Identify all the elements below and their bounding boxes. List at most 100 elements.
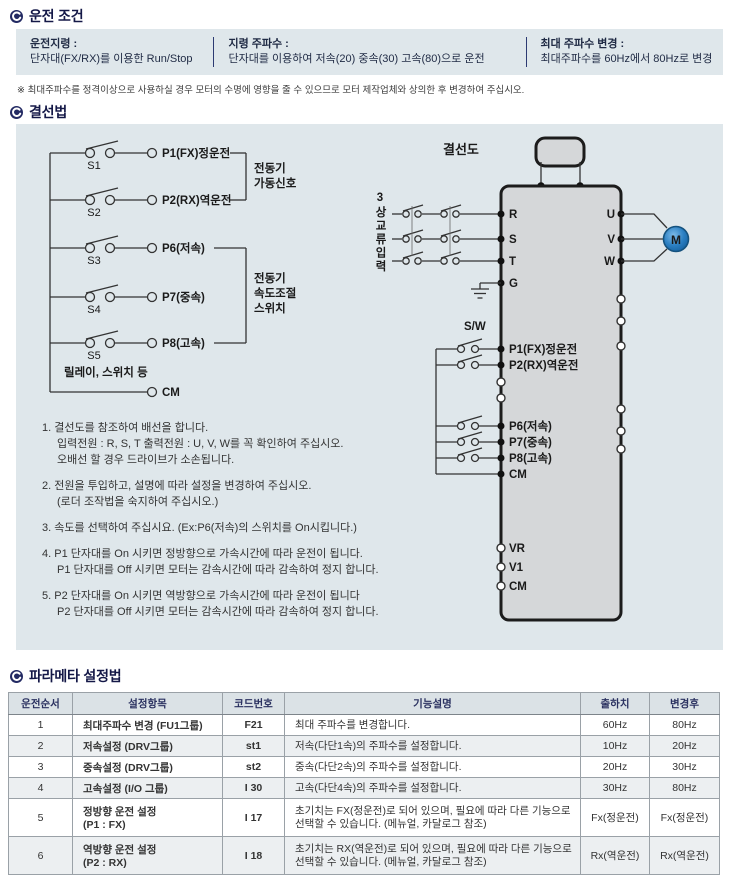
terminal-label-w: W [604, 256, 615, 268]
table-row: 2 저속설정 (DRV그룹) st1 저속(다단1속)의 주파수를 설정합니다.… [8, 735, 720, 757]
terminal-label-cm2: CM [509, 581, 527, 593]
col-header-item: 설정항목 [72, 692, 223, 715]
cell-default: 20Hz [580, 756, 650, 778]
terminal-label-v1: V1 [509, 562, 524, 574]
sw-row-p2 [436, 354, 501, 370]
wiring-steps: 1. 결선도를 참조하여 배선을 합니다. 입력전원 : R, S, T 출력전… [42, 420, 458, 630]
sw-row-p7 [436, 431, 501, 447]
divider [525, 37, 527, 67]
terminal-label-s: S [509, 234, 517, 246]
terminal-label-p8: P8(고속) [162, 337, 205, 350]
switch-label: S1 [87, 160, 100, 172]
terminal-label-cm: CM [509, 469, 527, 481]
terminal-label-g: G [509, 278, 518, 290]
cell-order: 3 [8, 756, 73, 778]
parameter-table-wrap: 운전순서 설정항목 코드번호 기능설명 출하치 변경후 1 최대주파수 변경 (… [8, 692, 722, 875]
cell-function: 초기치는 FX(정운전)로 되어 있으며, 필요에 따라 다른 기능으로 선택할… [284, 798, 581, 837]
col-header-function: 기능설명 [284, 692, 581, 715]
ground-icon [471, 282, 501, 299]
section-title-text: 결선법 [29, 104, 68, 120]
step-4: 4. P1 단자대를 On 시키면 정방향으로 가속시간에 따라 운전이 됩니다… [42, 548, 379, 576]
cell-function: 저속(다단1속)의 주파수를 설정합니다. [284, 735, 581, 757]
terminal-label-p2: P2(RX)역운전 [162, 193, 231, 207]
terminal-label-p6: P6(저속) [509, 419, 552, 433]
terminal-label-p6: P6(저속) [162, 241, 205, 255]
table-row: 1 최대주파수 변경 (FU1그룹) F21 최대 주파수를 변경합니다. 60… [8, 714, 720, 736]
cell-function: 중속(다단2속)의 주파수를 설정합니다. [284, 756, 581, 778]
info-label: 지령 주파수 : [228, 38, 289, 50]
info-label: 최대 주파수 변경 : [540, 38, 625, 50]
cell-code: st2 [222, 756, 285, 778]
col-header-order: 운전순서 [8, 692, 73, 715]
input-phase-lines [392, 204, 501, 265]
terminal-label-cm: CM [162, 387, 180, 399]
col-header-code: 코드번호 [222, 692, 285, 715]
cell-order: 1 [8, 714, 73, 736]
terminal-label-p1fx: P1(FX)정운전 [509, 342, 577, 356]
col-header-default: 출하치 [580, 692, 650, 715]
terminal-dot-t [497, 257, 505, 265]
bracket2-label-line3: 스위치 [254, 301, 286, 315]
spare-terminals-right [616, 294, 626, 454]
sw-label: S/W [464, 321, 486, 333]
info-col-command-frequency: 지령 주파수 : 단자대를 이용하여 저속(20) 중속(30) 고속(80)으… [214, 33, 525, 71]
table-header-row: 운전순서 설정항목 코드번호 기능설명 출하치 변경후 [8, 692, 720, 715]
cell-item: 저속설정 (DRV그룹) [72, 735, 223, 757]
info-col-run-command: 운전지령 : 단자대(FX/RX)를 이용한 Run/Stop [16, 33, 213, 71]
terminal-label-p2rx: P2(RX)역운전 [509, 358, 578, 372]
terminal-label-r: R [509, 209, 518, 221]
operating-conditions-box: 운전지령 : 단자대(FX/RX)를 이용한 Run/Stop 지령 주파수 :… [16, 29, 723, 75]
cell-item: 역방향 운전 설정 (P2 : RX) [72, 836, 223, 875]
cell-code: I 17 [222, 798, 285, 837]
switch-row-s4 [50, 284, 158, 303]
terminal-label-v: V [607, 234, 615, 246]
bracket1-label-line2: 가동신호 [254, 176, 297, 190]
info-desc: 단자대(FX/RX)를 이용한 Run/Stop [30, 53, 193, 65]
cell-item: 정방향 운전 설정 (P1 : FX) [72, 798, 223, 837]
section-bullet-icon [10, 9, 23, 23]
cell-changed: 80Hz [649, 777, 720, 799]
switch-label: S4 [87, 304, 100, 316]
cell-code: st1 [222, 735, 285, 757]
cm-row [50, 386, 158, 398]
motor-letter: M [671, 233, 681, 247]
step-5: 5. P2 단자대를 On 시키면 역방향으로 가속시간에 따라 운전이 됩니다… [42, 590, 379, 618]
switch-row-s2 [50, 187, 246, 206]
cell-item: 고속설정 (I/O 그룹) [72, 777, 223, 799]
sw-row-p8 [436, 447, 501, 463]
caution-note: ※ 최대주파수를 정격이상으로 사용하실 경우 모터의 수명에 영향을 줄 수 … [17, 85, 525, 96]
braking-resistor [534, 136, 586, 168]
cell-order: 5 [8, 798, 73, 837]
switch-row-s5 [50, 330, 246, 349]
cell-order: 6 [8, 836, 73, 875]
step-1: 1. 결선도를 참조하여 배선을 합니다. 입력전원 : R, S, T 출력전… [42, 422, 344, 466]
wiring-panel: S1 S2 S3 S4 S5 P1(FX)정운전 P2(RX)역운전 P6(저속… [16, 124, 723, 650]
cell-changed: Fx(정운전) [649, 798, 720, 837]
bracket1-label-line1: 전동기 [254, 161, 286, 175]
cell-changed: 30Hz [649, 756, 720, 778]
terminal-label-p7: P7(중속) [162, 291, 205, 304]
switch-row-s3 [50, 235, 246, 254]
analog-terminal-dots [496, 543, 506, 591]
sw-row-p1 [436, 338, 501, 354]
motor-leads [621, 213, 668, 262]
three-phase-input-label: 3상교류입력 [374, 192, 386, 274]
cell-default: 30Hz [580, 777, 650, 799]
cell-function: 고속(다단4속)의 주파수를 설정합니다. [284, 777, 581, 799]
switch-label: S3 [87, 255, 100, 267]
phase-line-s [392, 229, 501, 243]
cell-default: 10Hz [580, 735, 650, 757]
section-bullet-icon [10, 669, 23, 683]
relay-note-label: 릴레이, 스위치 등 [64, 365, 148, 379]
terminal-label-t: T [509, 256, 516, 268]
cell-function: 초기치는 RX(역운전)로 되어 있으며, 필요에 따라 다른 기능으로 선택할… [284, 836, 581, 875]
spare-terminals-left [496, 377, 506, 403]
info-label: 운전지령 : [30, 38, 78, 50]
info-desc: 최대주파수를 60Hz에서 80Hz로 변경 [540, 53, 713, 65]
switch-row-s1 [50, 140, 246, 159]
switch-ladder-diagram: S1 S2 S3 S4 S5 P1(FX)정운전 P2(RX)역운전 P6(저속… [49, 140, 297, 399]
cell-changed: 20Hz [649, 735, 720, 757]
section-title-operating: 운전 조건 [10, 6, 84, 26]
cell-code: I 18 [222, 836, 285, 875]
